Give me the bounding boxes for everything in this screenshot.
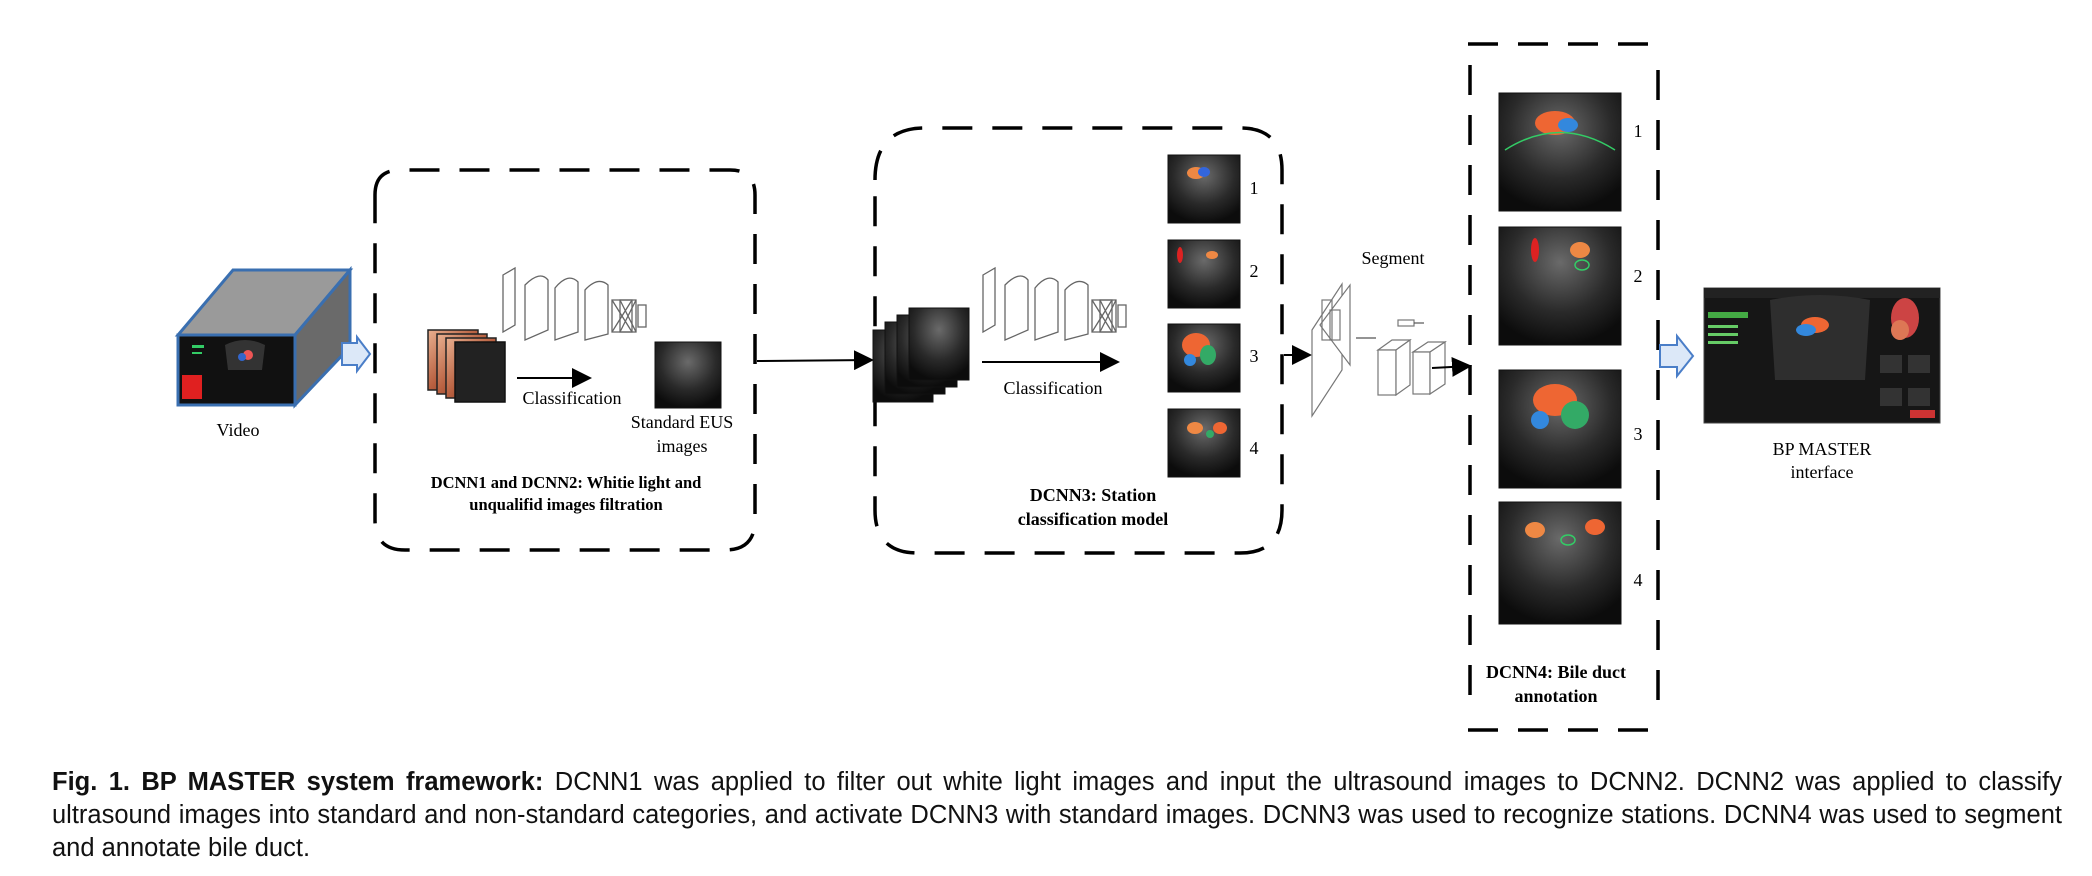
caption-lead: Fig. 1. BP MASTER system framework: <box>52 768 544 796</box>
classification-label-2: Classification <box>1004 378 1103 398</box>
annotation-number-2: 2 <box>1634 266 1643 286</box>
box3-title-line1: DCNN4: Bile duct <box>1486 662 1626 682</box>
video-label: Video <box>217 420 260 440</box>
box1-title-line1: DCNN1 and DCNN2: Whitie light and <box>431 473 702 492</box>
bp-master-interface-screenshot <box>1703 287 1941 424</box>
station-number-1: 1 <box>1250 178 1259 198</box>
dcnn4-box <box>1468 42 1660 732</box>
box1-title-line2: unqualifid images filtration <box>469 495 662 514</box>
arrow-box1-to-box2 <box>756 350 874 371</box>
video-device <box>174 265 354 409</box>
dcnn3-box <box>873 126 1284 555</box>
annotation-image-3 <box>1498 369 1622 489</box>
station-number-3: 3 <box>1250 346 1259 366</box>
annotation-number-1: 1 <box>1634 121 1643 141</box>
segmentation-network-icon <box>1311 281 1447 419</box>
station-thumbnail-3 <box>1167 323 1241 393</box>
station-thumbnail-2 <box>1167 239 1241 309</box>
box2-title-line1: DCNN3: Station <box>1030 485 1157 505</box>
interface-label-line2: interface <box>1791 462 1854 482</box>
blue-arrow-icon-2 <box>1659 333 1695 379</box>
segment-label: Segment <box>1362 248 1425 268</box>
white-light-image-stack <box>427 329 506 403</box>
figure-caption: Fig. 1. BP MASTER system framework: DCNN… <box>52 766 2062 865</box>
interface-label-line1: BP MASTER <box>1773 439 1872 459</box>
station-thumbnail-4 <box>1167 408 1241 478</box>
annotation-image-4 <box>1498 501 1622 625</box>
cnn-network-icon-1 <box>502 266 647 341</box>
standard-eus-label-line2: images <box>657 436 708 456</box>
dcnn1-dcnn2-box <box>373 168 757 552</box>
blue-arrow-icon <box>341 334 372 374</box>
annotation-number-3: 3 <box>1634 424 1643 444</box>
standard-eus-image <box>654 341 722 409</box>
station-number-2: 2 <box>1250 261 1259 281</box>
station-thumbnail-1 <box>1167 154 1241 224</box>
arrow-to-annotation <box>1431 356 1472 377</box>
annotation-number-4: 4 <box>1634 570 1643 590</box>
annotation-image-2 <box>1498 226 1622 346</box>
eus-image-stack <box>872 307 970 403</box>
cnn-network-icon-2 <box>982 266 1127 341</box>
standard-eus-label-line1: Standard EUS <box>631 412 734 432</box>
box3-title-line2: annotation <box>1514 686 1597 706</box>
station-number-4: 4 <box>1250 438 1259 458</box>
caption-text: DCNN1 was applied to filter out white li… <box>52 768 2062 862</box>
classification-label-1: Classification <box>523 388 622 408</box>
annotation-image-1 <box>1498 92 1622 212</box>
box2-title-line2: classification model <box>1018 509 1169 529</box>
